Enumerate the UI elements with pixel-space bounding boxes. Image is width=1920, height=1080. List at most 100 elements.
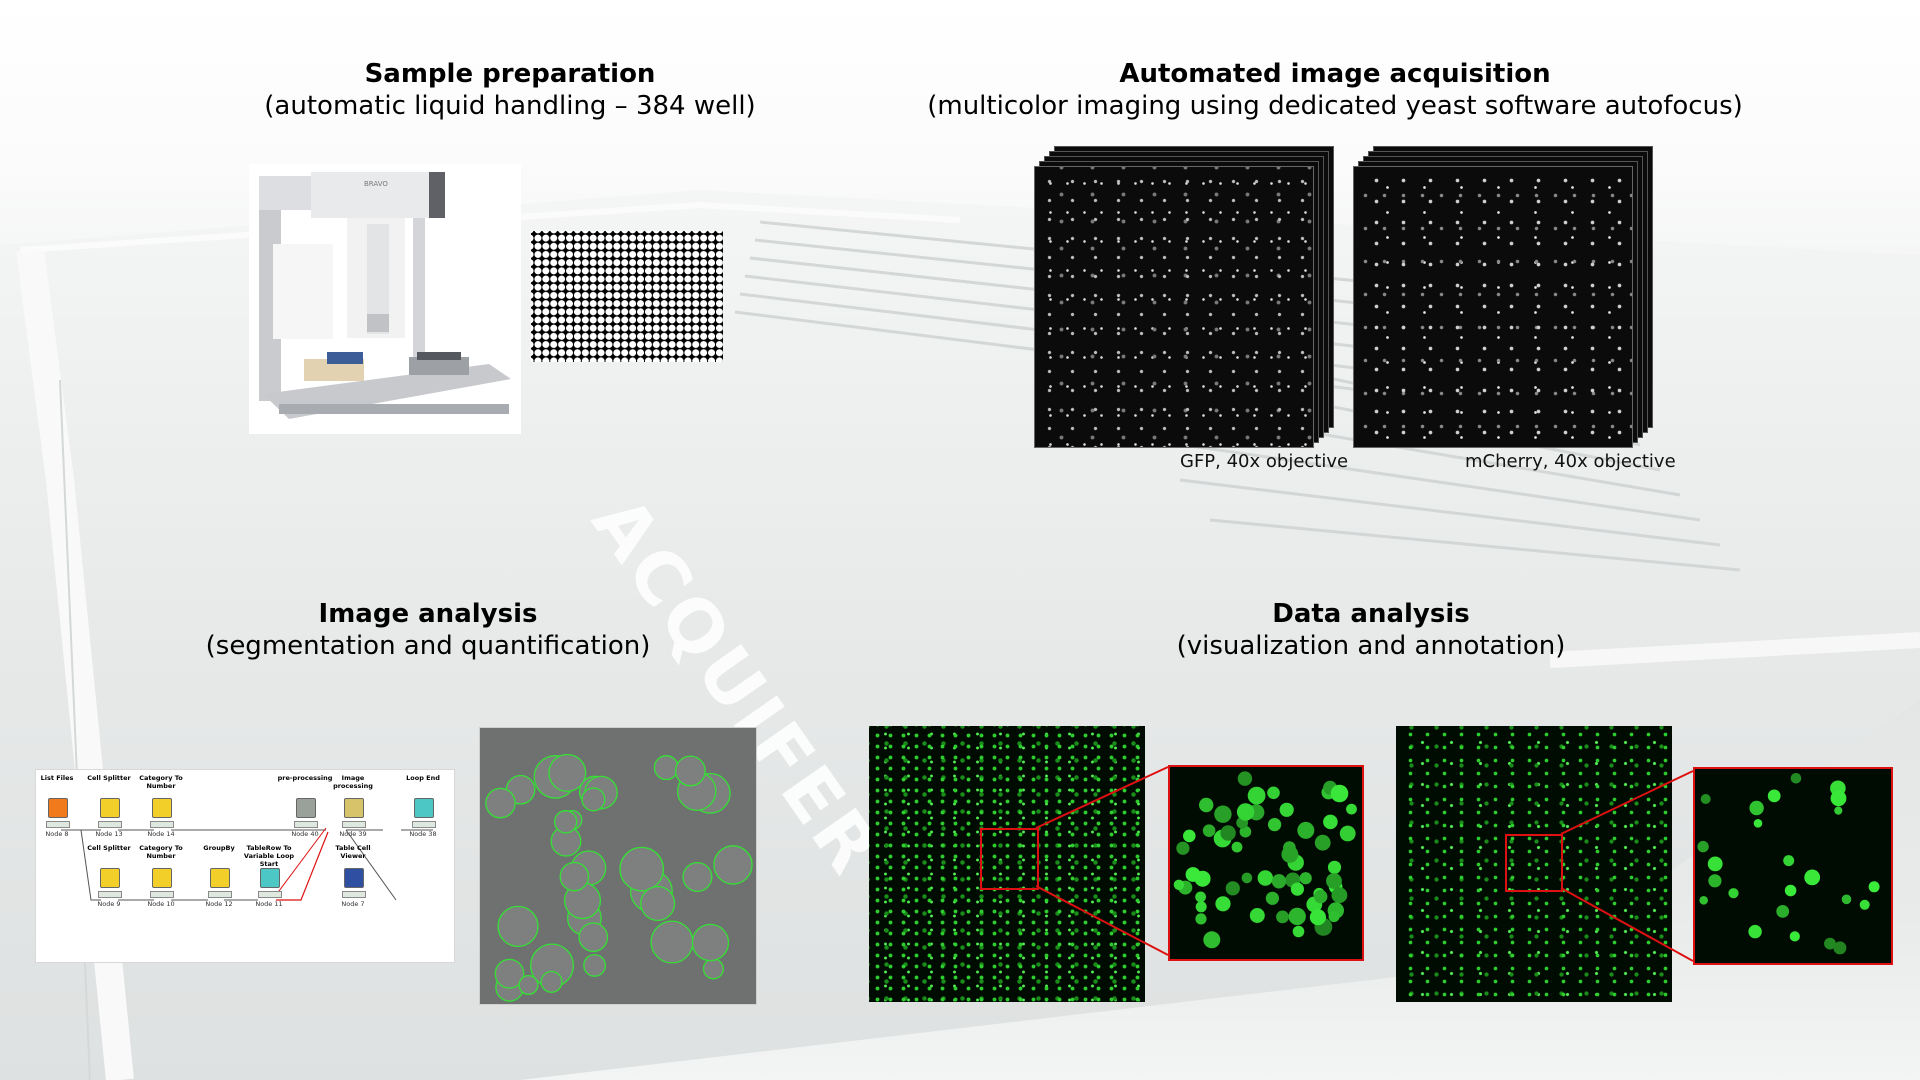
workflow-node-title: Category To Number — [139, 844, 183, 860]
fluorescent-cell — [1824, 937, 1836, 950]
workflow-node-status-icon — [98, 891, 122, 898]
fluorescent-cell — [1257, 870, 1273, 886]
workflow-connections — [61, 827, 433, 901]
workflow-node-status-icon — [208, 891, 232, 898]
segmented-cell-outline — [485, 787, 516, 819]
data-analysis-subtitle: (visualization and annotation) — [1176, 631, 1566, 661]
fluorescent-cell — [1183, 829, 1196, 843]
sample-prep-subtitle: (automatic liquid handling – 384 well) — [264, 91, 756, 121]
mcherry-image-stack — [1353, 146, 1653, 448]
workflow-node[interactable]: Category To Number Node 14 — [130, 772, 192, 862]
workflow-node-status-icon — [46, 821, 70, 828]
fluorescent-cell — [1276, 910, 1289, 924]
workflow-node-icon — [414, 798, 434, 818]
zoom-inset-2-cells — [1697, 773, 1880, 955]
fluorescent-cell — [1728, 888, 1739, 899]
data-analysis-heading: Data analysis (visualization and annotat… — [1121, 598, 1621, 662]
fluorescent-cell — [1202, 824, 1216, 837]
fluorescent-cell — [1173, 879, 1185, 890]
zoom-box-2 — [1505, 834, 1563, 892]
workflow-node-icon — [344, 868, 364, 888]
workflow-node-icon — [100, 868, 120, 888]
acquisition-heading: Automated image acquisition (multicolor … — [870, 58, 1800, 122]
segmented-cell-outline — [653, 755, 679, 781]
fluorescent-cell — [1330, 784, 1349, 803]
fluorescent-cell — [1265, 891, 1279, 905]
plate-384-well — [531, 231, 723, 362]
workflow-node-id: Node 38 — [409, 830, 437, 838]
segmented-cell-outline — [518, 974, 539, 996]
segmented-cell-outline — [578, 922, 609, 953]
workflow-node-id: Node 40 — [291, 830, 319, 838]
sample-prep-heading: Sample preparation (automatic liquid han… — [210, 58, 810, 122]
segmentation-micrograph — [479, 727, 757, 1005]
fluorescent-cell — [1281, 845, 1299, 863]
segmented-cell-outline — [581, 787, 606, 812]
fluorescent-cell — [1195, 901, 1207, 913]
workflow-node-title: Loop End — [406, 774, 440, 782]
fluorescent-cell — [1859, 899, 1870, 910]
fluorescent-cell — [1185, 867, 1201, 882]
workflow-node-icon — [152, 868, 172, 888]
workflow-node-id: Node 14 — [147, 830, 175, 838]
fluorescent-cell — [1292, 925, 1305, 938]
segmented-cells — [485, 753, 753, 1002]
workflow-node-title: Image processing — [333, 774, 373, 790]
fluorescent-cell — [1700, 794, 1711, 804]
zoom-inset-1-cells — [1173, 771, 1357, 949]
fluorescent-cell — [1271, 874, 1287, 889]
fluorescent-cell — [1346, 803, 1357, 815]
fluorescent-cell — [1707, 856, 1723, 872]
fluorescent-cell — [1290, 882, 1304, 896]
acquisition-title: Automated image acquisition — [1119, 59, 1551, 89]
segmented-cell-outline — [553, 810, 578, 834]
fluorescent-cell — [1195, 891, 1206, 903]
zoom-lines-2 — [1560, 770, 1694, 962]
workflow-node-icon — [100, 798, 120, 818]
workflow-node-status-icon — [98, 821, 122, 828]
workflow-node-status-icon — [294, 821, 318, 828]
fluorescent-cell — [1834, 806, 1843, 815]
workflow-node-id: Node 8 — [45, 830, 69, 838]
workflow-node-id: Node 10 — [147, 900, 175, 908]
fluorescent-cell — [1225, 881, 1240, 896]
workflow-node-id: Node 9 — [97, 900, 121, 908]
fluorescent-cell — [1331, 887, 1348, 904]
workflow-node-title: pre-processing — [277, 774, 333, 782]
workflow-node-icon — [296, 798, 316, 818]
fluorescent-cell — [1326, 873, 1342, 889]
fluorescent-cell — [1783, 855, 1795, 867]
segmented-cell-outline — [713, 845, 753, 885]
segmented-cell-outline — [559, 861, 590, 892]
fluorescent-cell — [1868, 881, 1880, 893]
fluorescent-cell — [1215, 896, 1231, 912]
segmented-cell-outline — [682, 861, 713, 893]
data-overview-1 — [869, 726, 1145, 1002]
fluorescent-cell — [1339, 825, 1356, 842]
fluorescent-cell — [1753, 819, 1763, 828]
fluorescent-cell — [1833, 941, 1847, 955]
workflow-node-status-icon — [342, 821, 366, 828]
gfp-image-stack — [1034, 146, 1334, 448]
fluorescent-cell — [1327, 860, 1342, 874]
fluorescent-cell — [1288, 907, 1306, 926]
liquid-handler-image: BRAVO — [249, 164, 521, 434]
segmented-cell-outline — [540, 970, 563, 993]
acquisition-subtitle: (multicolor imaging using dedicated yeas… — [927, 91, 1743, 121]
fluorescent-cell — [1231, 841, 1243, 853]
segmented-cell-outline — [548, 753, 587, 792]
workflow-node-id: Node 39 — [339, 830, 367, 838]
fluorescent-cell — [1267, 786, 1280, 800]
mcherry-micrograph — [1353, 166, 1633, 448]
fluorescent-cell — [1299, 872, 1312, 885]
